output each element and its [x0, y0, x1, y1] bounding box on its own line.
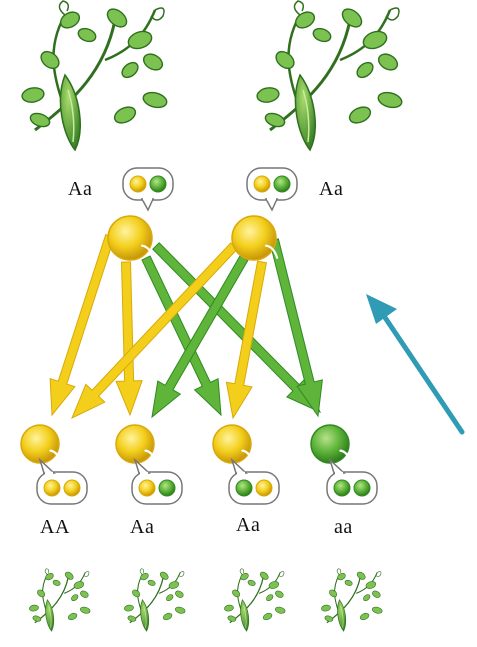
- offspring-seeds: [20, 424, 378, 505]
- offspring-genotype-label-3: Aa: [236, 514, 261, 536]
- parent-seed-2: [231, 215, 279, 261]
- allele-dot-yellow: [63, 479, 81, 497]
- parent-genotype-label-left: Aa: [68, 178, 93, 200]
- cross-arrow-1-to-2: [115, 261, 143, 417]
- cross-arrow-1-to-3: [141, 255, 222, 417]
- offspring-allele-bubble-1: [36, 457, 88, 505]
- parent-seed-1: [107, 215, 155, 261]
- offspring-allele-bubble-4: [326, 457, 378, 505]
- offspring-pea-plant-2: [124, 568, 186, 632]
- offspring-genotype-label-4: aa: [334, 516, 353, 538]
- parent-pea-plant-left: [21, 0, 168, 152]
- offspring-pea-plant-4: [321, 568, 383, 632]
- parent-allele-bubble-2: [246, 167, 298, 212]
- allele-dot-yellow: [129, 175, 147, 193]
- cross-arrow-2-to-4: [269, 238, 323, 418]
- allele-dot-yellow: [43, 479, 61, 497]
- offspring-pea-plants: [29, 568, 383, 632]
- allele-dot-green: [353, 479, 371, 497]
- cross-arrow-1-to-1: [49, 233, 115, 417]
- offspring-genotype-label-2: Aa: [130, 516, 155, 538]
- cross-arrow-2-to-2: [151, 255, 249, 419]
- allele-dot-green: [149, 175, 167, 193]
- parent-pea-plant-right: [256, 0, 403, 152]
- allele-dot-green: [158, 479, 176, 497]
- offspring-seed-1: [20, 424, 62, 464]
- offspring-allele-bubble-3: [228, 457, 280, 505]
- allele-dot-green: [273, 175, 291, 193]
- allele-dot-yellow: [255, 479, 273, 497]
- offspring-allele-bubble-2: [131, 457, 183, 505]
- pointer-arrow: [366, 294, 465, 435]
- cross-arrow-2-to-3: [225, 260, 268, 420]
- offspring-pea-plant-3: [224, 568, 286, 632]
- offspring-pea-plant-1: [29, 568, 91, 632]
- offspring-seed-2: [115, 424, 157, 464]
- allele-dot-yellow: [253, 175, 271, 193]
- parent-allele-bubble-1: [122, 167, 174, 212]
- cross-arrow-2-to-1: [71, 242, 238, 420]
- parent-seeds: [107, 167, 298, 261]
- allele-dot-green: [235, 479, 253, 497]
- offspring-genotype-label-1: AA: [40, 516, 70, 538]
- cross-arrows: [49, 233, 323, 420]
- offspring-seed-4: [310, 424, 352, 464]
- parent-genotype-label-right: Aa: [319, 178, 344, 200]
- allele-dot-yellow: [138, 479, 156, 497]
- allele-dot-green: [333, 479, 351, 497]
- offspring-seed-3: [212, 424, 254, 464]
